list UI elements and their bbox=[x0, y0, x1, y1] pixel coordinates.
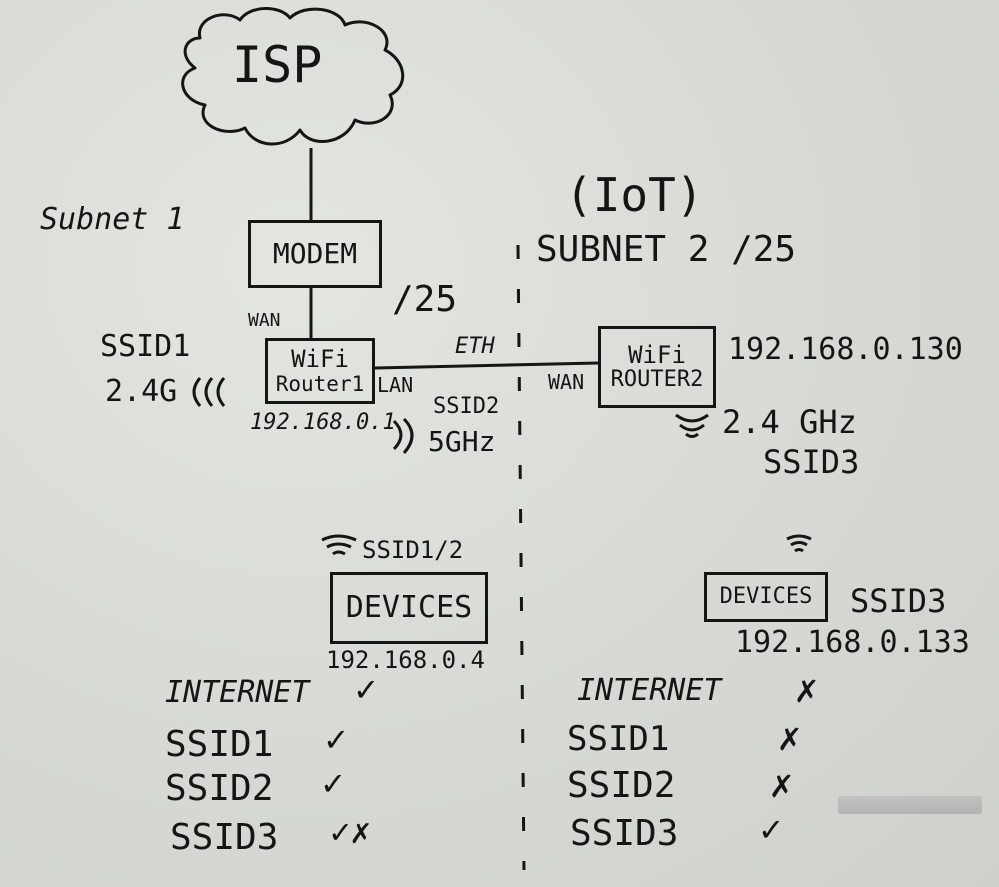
iot-title: (IoT) bbox=[565, 168, 704, 222]
router2-wan-label: WAN bbox=[548, 370, 585, 394]
access-left-name: INTERNET bbox=[165, 675, 310, 710]
modem-label: MODEM bbox=[272, 237, 358, 271]
isp-cloud-outline bbox=[181, 7, 405, 146]
devices-left-box: DEVICES bbox=[330, 572, 488, 644]
router2-ssid: SSID3 bbox=[763, 443, 860, 481]
access-left-name: SSID3 bbox=[170, 817, 279, 858]
router1-ssid1-band: 2.4G bbox=[105, 374, 178, 409]
subnet1-label: Subnet 1 bbox=[40, 202, 185, 237]
mask-left-label: /25 bbox=[392, 279, 458, 320]
devices-left-ip: 192.168.0.4 bbox=[326, 646, 485, 674]
access-right-mark: ✗ bbox=[770, 762, 793, 806]
router1-box: WiFi Router1 bbox=[265, 338, 375, 404]
access-left-mark: ✓ bbox=[325, 719, 347, 760]
devices-right-box: DEVICES bbox=[704, 572, 828, 622]
router1-ssid2-wifi-icon bbox=[392, 417, 414, 454]
subnet2-label: SUBNET 2 /25 bbox=[536, 229, 797, 270]
access-right-name: SSID2 bbox=[567, 765, 676, 806]
access-right-name: SSID3 bbox=[570, 813, 679, 854]
router1-line1: WiFi bbox=[291, 345, 349, 374]
router2-wifi-icon bbox=[675, 413, 709, 438]
router2-ip: 192.168.0.130 bbox=[728, 332, 963, 367]
access-right-mark: ✗ bbox=[778, 715, 801, 759]
access-right-name: INTERNET bbox=[577, 673, 722, 708]
devices-right-ssid: SSID3 bbox=[850, 582, 947, 620]
isp-label: ISP bbox=[232, 36, 323, 94]
router2-band: 2.4 GHz bbox=[722, 403, 857, 441]
devices-right-ip: 192.168.0.133 bbox=[735, 625, 970, 660]
router2-line1: WiFi bbox=[628, 340, 686, 369]
access-right-mark: ✗ bbox=[795, 667, 818, 711]
modem-box: MODEM bbox=[248, 220, 382, 288]
devices-right-label: DEVICES bbox=[719, 584, 813, 610]
router1-line2: Router1 bbox=[275, 371, 365, 396]
access-left-name: SSID2 bbox=[165, 768, 274, 809]
router1-lan-label: LAN bbox=[377, 373, 414, 397]
eraser-smudge bbox=[838, 796, 982, 814]
access-left-mark: ✓✗ bbox=[330, 812, 371, 852]
devices-left-wifi-icon bbox=[321, 534, 357, 556]
eth-link bbox=[374, 361, 599, 370]
access-right-mark: ✓ bbox=[760, 809, 782, 850]
router2-box: WiFi ROUTER2 bbox=[598, 326, 716, 408]
access-left-name: SSID1 bbox=[165, 724, 274, 765]
subnet-divider bbox=[516, 244, 526, 871]
router2-line2: ROUTER2 bbox=[610, 367, 704, 393]
router1-wan-label: WAN bbox=[248, 310, 281, 331]
router1-ip: 192.168.0.1 bbox=[250, 410, 396, 435]
router1-ssid1-label: SSID1 bbox=[100, 329, 191, 364]
devices-left-label: DEVICES bbox=[345, 590, 473, 626]
router1-ssid1-wifi-icon bbox=[192, 377, 226, 407]
eth-label: ETH bbox=[455, 334, 495, 359]
access-left-mark: ✓ bbox=[322, 763, 344, 804]
router1-ssid2-band: 5GHz bbox=[428, 425, 496, 458]
access-right-name: SSID1 bbox=[567, 719, 670, 759]
devices-left-wifi-label: SSID1/2 bbox=[362, 536, 464, 564]
access-left-mark: ✓ bbox=[355, 669, 377, 710]
router1-ssid2-label: SSID2 bbox=[433, 394, 500, 419]
devices-right-wifi-icon bbox=[786, 534, 812, 553]
